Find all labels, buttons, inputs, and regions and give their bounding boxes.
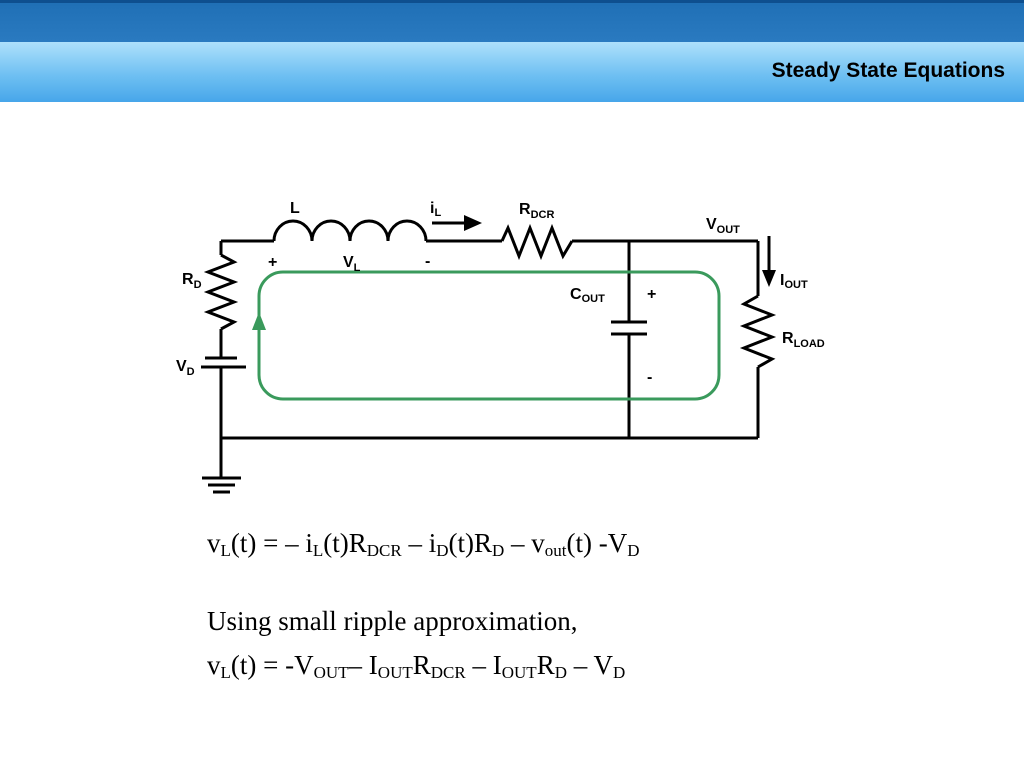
current-arrow-iL	[432, 215, 482, 231]
page-title: Steady State Equations	[771, 59, 1005, 82]
label-iL: iL	[430, 200, 441, 219]
equation-small-ripple: vL(t) = -VOUT– IOUTRDCR – IOUTRD – VD	[207, 650, 626, 682]
label-cap-minus: -	[647, 369, 652, 386]
resistor-RLOAD	[739, 294, 777, 369]
label-cap-plus: +	[647, 286, 656, 303]
equation-kvl: vL(t) = – iL(t)RDCR – iD(t)RD – vout(t) …	[207, 528, 640, 560]
label-IOUT: IOUT	[780, 272, 808, 291]
label-COUT: COUT	[570, 286, 605, 305]
approximation-note: Using small ripple approximation,	[207, 606, 578, 636]
label-inductor-minus: -	[425, 253, 430, 270]
label-RLOAD: RLOAD	[782, 330, 825, 350]
label-VD: VD	[176, 358, 195, 378]
top-banner	[0, 0, 1024, 42]
kvl-loop-arrow	[252, 312, 266, 330]
kvl-loop	[252, 270, 721, 401]
label-L: L	[290, 200, 300, 217]
label-inductor-plus: +	[268, 254, 277, 271]
inductor-L	[272, 219, 428, 242]
label-VL: VL	[343, 254, 361, 274]
resistor-RDCR	[500, 223, 574, 261]
top-banner-edge	[0, 0, 1024, 3]
resistor-RD	[203, 253, 239, 331]
title-bar	[0, 42, 1024, 102]
current-arrow-IOUT	[762, 236, 776, 287]
label-RDCR: RDCR	[519, 201, 554, 221]
label-VOUT: VOUT	[706, 216, 740, 236]
label-RD: RD	[182, 271, 202, 291]
